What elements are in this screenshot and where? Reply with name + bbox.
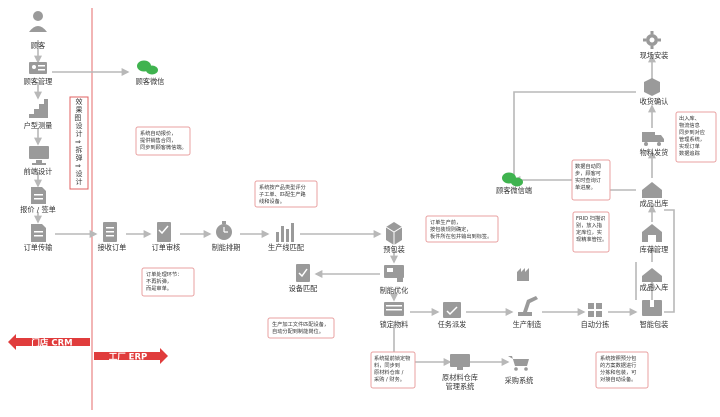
robot-arm-icon [518,296,538,316]
note-data-sync: 数据自动同步，顾客可实时查询订单进度。 [571,159,611,201]
cart-icon [508,356,529,371]
svg-text:系统按照预分包的方案数据进行分拣和包装，可对接自动设备。: 系统按照预分包的方案数据进行分拣和包装，可对接自动设备。 [600,354,636,383]
svg-text:系统按产品类型评分子工单、匹配生产路线和设备。: 系统按产品类型评分子工单、匹配生产路线和设备。 [259,183,307,205]
note-device-match: 生产加工文件匹配设备，自动分配到制能岗位。 [267,317,335,339]
person-icon [29,11,47,32]
node-inventory-mgmt: 库存管理 [640,245,669,254]
erp-lane-tag: 工厂 ERP [94,348,168,364]
checklist-icon [157,222,171,242]
machine-icon [384,265,404,282]
document-icon [31,187,46,204]
truck-icon [642,132,664,146]
node-front-design: 前端设计 [24,167,53,176]
node-customer-wechat: 顾客微信 [136,77,165,86]
note-pre-pack: 订单生产前，按包装规则确定，板件所在包并输出到标签。 [425,215,499,243]
node-finished-out: 成品出库 [640,199,669,208]
grid-icon [588,303,602,317]
box-receive-icon [644,78,660,96]
node-receive-order: 接收订单 [98,243,127,252]
node-raw-wms: 原材料仓库管理系统 [442,373,478,391]
crm-lane-label: 门店 CRM [31,338,72,349]
node-order-transfer: 订单传输 [24,243,53,252]
svg-text:生产加工文件匹配设备，自动分配到制能岗位。: 生产加工文件匹配设备，自动分配到制能岗位。 [272,320,329,335]
svg-text:订单生产前，按包装规则确定，板件所在包并输出到标签。: 订单生产前，按包装规则确定，板件所在包并输出到标签。 [430,218,492,240]
warehouse-icon [642,224,662,242]
note-rfid: FRID 扫描识别，放入指定库位，实现精准管控。 [572,211,610,253]
package-icon [642,300,662,316]
note-order-review: 订单处理环节：不再拆弹，而是审单。 [141,267,195,297]
note-auto-quote: 系统自动报价，提供销售合同，同步到顾客微信端。 [135,126,191,156]
node-customer-wechat-end: 顾客微信端 [496,186,532,195]
flow-connectors [34,40,675,366]
node-smart-pack: 智能包装 [640,320,669,329]
note-line-match: 系统按产品类型评分子工单、匹配生产路线和设备。 [254,180,318,208]
factory-icon [517,268,529,281]
stairs-icon [29,99,48,118]
svg-text:FRID 扫描识别，放入指定库位，实现精准管控。: FRID 扫描识别，放入指定库位，实现精准管控。 [576,214,607,243]
node-purchase-sys: 采购系统 [505,376,534,385]
calendar-check-icon [443,302,461,318]
node-pre-pack: 预包装 [383,245,405,254]
order-doc-icon [31,224,46,242]
svg-text:数据自动同步，顾客可实时查询订单进度。: 数据自动同步，顾客可实时查询订单进度。 [575,162,601,191]
note-lock-materials: 系统提前锁定物料，同步到原材料仓库 /采购 / 财务。 [370,351,416,389]
node-room-measure: 户型测量 [24,121,53,130]
design-vertical-box: 效果图 设计⇒ 拆弹⇒ 设计 [69,96,89,190]
node-quote-sign: 报价 / 签单 [20,205,56,214]
list-icon [103,222,117,242]
node-labels: 顾客 顾客管理 户型测量 前端设计 报价 / 签单 订单传输 顾客微信 接收订单… [20,41,668,385]
node-receipt-confirm: 收货确认 [640,97,669,106]
node-task-dispatch: 任务派发 [438,320,467,329]
node-manufacturing-opt: 制能优化 [380,286,409,295]
computer-icon [450,354,470,370]
note-auto-sort: 系统按照预分包的方案数据进行分拣和包装，可对接自动设备。 [595,351,649,389]
node-order-review: 订单审核 [152,243,181,252]
svg-text:系统提前锁定物料，同步到原材料仓库 /采购 / 财务。: 系统提前锁定物料，同步到原材料仓库 /采购 / 财务。 [374,354,410,383]
node-device-match: 设备匹配 [289,284,318,293]
materials-icon [384,302,404,316]
file-check-icon [296,264,310,282]
node-customer: 顾客 [31,41,45,50]
node-production: 生产制造 [513,320,542,329]
svg-text:出入库、物流信息同步到对应管理系统，实现订单数据追踪: 出入库、物流信息同步到对应管理系统，实现订单数据追踪 [679,114,705,157]
stopwatch-icon [216,221,232,240]
note-outbound: 出入库、物流信息同步到对应管理系统，实现订单数据追踪 [675,111,717,163]
node-finished-in: 成品入库 [640,283,669,292]
bar-chart-icon [276,223,294,242]
node-auto-sort: 自动分拣 [581,320,610,329]
wechat-end-icon [502,172,523,187]
svg-text:订单处理环节：不再拆弹，而是审单。: 订单处理环节：不再拆弹，而是审单。 [146,270,182,292]
node-onsite-install: 现场安装 [640,51,669,60]
node-material-ship: 物料发货 [640,148,669,157]
node-production-schedule: 制能排期 [212,243,241,252]
monitor-icon [29,146,49,165]
gear-icon [643,31,661,49]
erp-lane-label: 工厂 ERP [109,353,148,363]
node-customer-mgmt: 顾客管理 [24,77,53,86]
warehouse-out-icon [642,182,662,198]
crm-lane-tag: 门店 CRM [8,334,90,350]
box-icon [385,222,403,245]
design-vertical-text: 效果图 设计⇒ 拆弹⇒ 设计 [74,97,83,186]
node-line-match: 生产线匹配 [268,243,304,252]
node-lock-materials: 锁定物料 [380,320,409,329]
warehouse-in-icon [642,268,662,282]
customer-card-icon [29,62,47,74]
wechat-icon [137,60,158,75]
svg-text:系统自动报价，提供销售合同，同步到顾客微信端。: 系统自动报价，提供销售合同，同步到顾客微信端。 [140,129,187,151]
